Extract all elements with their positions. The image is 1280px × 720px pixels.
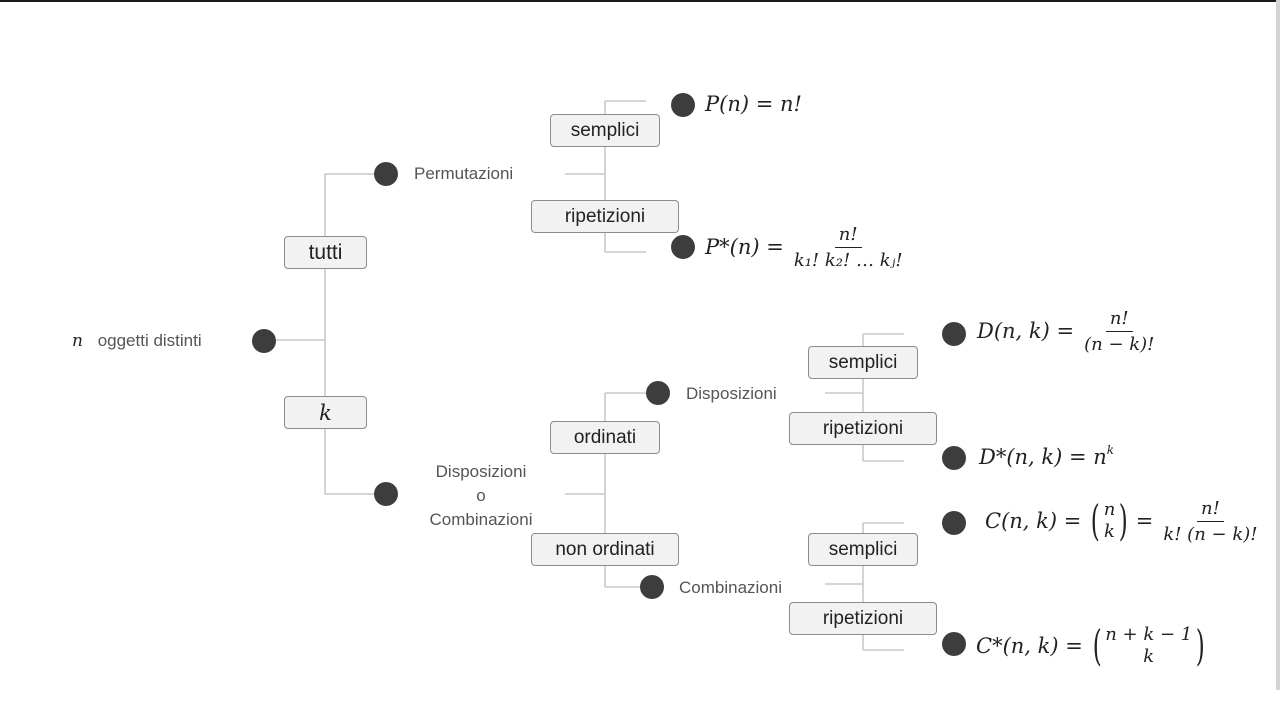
comb-semplici-binomial: ( n k ) (1091, 496, 1129, 545)
disp-ripetizioni-node[interactable] (942, 446, 966, 470)
disp-comb-line2: o (476, 486, 486, 505)
top-border (0, 0, 1280, 2)
comb-semplici-numerator: n! (1196, 498, 1224, 522)
disp-semplici-fraction: n! (n − k)! (1080, 308, 1158, 355)
permutazioni-node[interactable] (374, 162, 398, 186)
perm-ripetizioni-box[interactable]: ripetizioni (531, 200, 679, 233)
disposizioni-node[interactable] (646, 381, 670, 405)
comb-rip-binomial: ( n + k − 1 k ) (1092, 621, 1205, 670)
perm-semplici-box[interactable]: semplici (550, 114, 660, 147)
combinazioni-node[interactable] (640, 575, 664, 599)
disposizioni-label: Disposizioni (686, 384, 777, 403)
perm-rip-numerator: n! (834, 224, 862, 248)
comb-semplici-fraction: n! k! (n − k)! (1159, 498, 1261, 545)
disp-ripetizioni-box[interactable]: ripetizioni (789, 412, 937, 445)
n-symbol: n (72, 331, 83, 351)
ordinati-box[interactable]: ordinati (550, 421, 660, 454)
perm-rip-fraction: n! k₁! k₂! … kⱼ! (790, 224, 907, 271)
comb-ripetizioni-node[interactable] (942, 632, 966, 656)
comb-semplici-lhs: C(n, k) = (985, 509, 1082, 533)
combinazioni-label: Combinazioni (679, 578, 782, 597)
comb-semplici-box[interactable]: semplici (808, 533, 918, 566)
perm-ripetizioni-node[interactable] (671, 235, 695, 259)
disp-semplici-denominator: (n − k)! (1084, 333, 1155, 355)
root-text: oggetti distinti (97, 331, 202, 350)
non-ordinati-box[interactable]: non ordinati (531, 533, 679, 566)
tutti-box[interactable]: tutti (284, 236, 367, 269)
disp-comb-line1: Disposizioni (435, 462, 527, 481)
disp-comb-node[interactable] (374, 482, 398, 506)
disp-comb-label: Disposizioni o Combinazioni (418, 460, 544, 532)
comb-semplici-binom-top: n (1103, 498, 1116, 520)
comb-semplici-binom-bottom: k (1104, 521, 1115, 542)
perm-semplici-formula: P(n) = n! (705, 92, 802, 116)
disp-semplici-node[interactable] (942, 322, 966, 346)
disp-semplici-formula: D(n, k) = n! (n − k)! (977, 302, 1158, 360)
root-node[interactable] (252, 329, 276, 353)
disp-semplici-box[interactable]: semplici (808, 346, 918, 379)
disp-comb-line3: Combinazioni (429, 510, 533, 529)
comb-rip-binom-top: n + k − 1 (1105, 623, 1193, 645)
comb-semplici-formula: C(n, k) = ( n k ) = n! k! (n − k)! (985, 492, 1261, 550)
k-box[interactable]: k (284, 396, 367, 429)
comb-semplici-denominator: k! (n − k)! (1163, 523, 1258, 545)
comb-ripetizioni-formula: C*(n, k) = ( n + k − 1 k ) (976, 620, 1209, 672)
perm-semplici-node[interactable] (671, 93, 695, 117)
comb-semplici-node[interactable] (942, 511, 966, 535)
comb-rip-binom-bottom: k (1143, 646, 1155, 667)
permutazioni-label: Permutazioni (414, 164, 514, 183)
perm-ripetizioni-formula: P*(n) = n! k₁! k₂! … kⱼ! (705, 218, 907, 276)
disp-rip-exponent: k (1106, 443, 1115, 457)
scrollbar[interactable] (1276, 0, 1280, 690)
disp-semplici-lhs: D(n, k) = (977, 319, 1075, 343)
perm-rip-denominator: k₁! k₂! … kⱼ! (793, 249, 903, 271)
root-label: n oggetti distinti (72, 331, 202, 351)
comb-ripetizioni-box[interactable]: ripetizioni (789, 602, 937, 635)
disp-semplici-numerator: n! (1105, 308, 1133, 332)
comb-rip-lhs: C*(n, k) = (976, 634, 1083, 658)
disp-rip-lhs: D*(n, k) = n (979, 445, 1107, 469)
perm-rip-lhs: P*(n) = (705, 235, 784, 259)
